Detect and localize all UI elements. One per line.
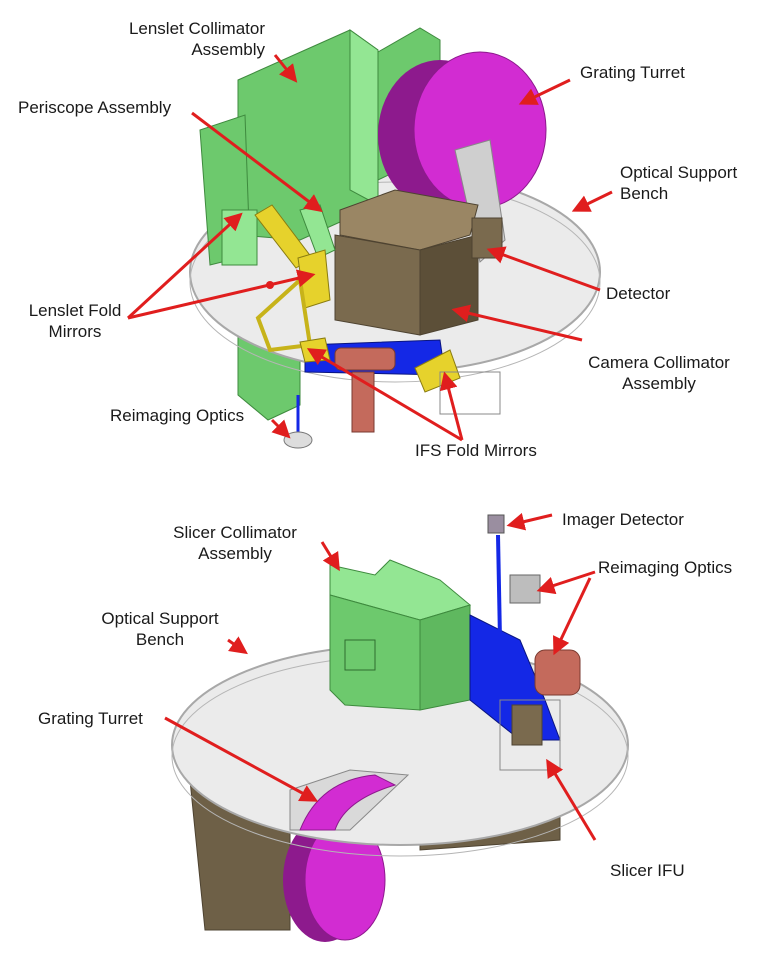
label-lenslet-collimator-line1: Lenslet Collimator xyxy=(128,19,265,38)
label-reimaging-top: Reimaging Optics xyxy=(110,406,245,425)
arrow-camera-collimator xyxy=(451,304,583,342)
label-detector: Detector xyxy=(606,284,671,303)
label-lenslet-fold-line1: Lenslet Fold xyxy=(28,301,122,320)
arrow-lenslet-collimator xyxy=(273,54,298,83)
arrow-grating-turret xyxy=(518,78,571,105)
label-grating-turret-bottom: Grating Turret xyxy=(38,709,143,728)
arrow-slicer-ifu xyxy=(546,758,597,841)
bottom-reimaging-stack xyxy=(509,574,541,604)
top-slicer-frame xyxy=(439,371,501,415)
label-optical-bench-top-line2: Bench xyxy=(620,184,669,203)
camera-collimator-side xyxy=(419,234,479,336)
lenslet-collimator-window xyxy=(221,209,258,266)
arrow-lenslet-fold-1 xyxy=(126,212,243,320)
arrow-reimaging-bottom-1 xyxy=(536,570,596,595)
callout-arrows xyxy=(126,54,613,841)
label-camera-collimator: Camera Collimator Assembly xyxy=(574,352,744,394)
label-grating-turret-top: Grating Turret xyxy=(580,63,685,82)
arrow-lenslet-fold-2 xyxy=(127,269,316,320)
top-assembly-view xyxy=(189,27,601,449)
label-slicer-collimator-line1: Slicer Collimator xyxy=(173,523,297,542)
label-periscope: Periscope Assembly xyxy=(18,98,172,117)
bottom-grating-turret xyxy=(299,774,397,831)
label-slicer-ifu: Slicer IFU xyxy=(610,861,685,880)
arrow-optical-bench-bottom xyxy=(227,636,248,655)
label-optical-bench-bottom: Optical Support Bench xyxy=(85,608,235,650)
label-lenslet-fold: Lenslet Fold Mirrors xyxy=(20,300,130,342)
slicer-ifu-frame xyxy=(499,699,561,771)
arrow-ifs-fold-1 xyxy=(306,348,463,442)
slicer-ifu xyxy=(511,704,543,746)
reimaging-stage xyxy=(283,431,313,449)
arrow-grating-turret-bottom xyxy=(164,716,319,802)
slicer-collimator-side xyxy=(419,604,471,711)
arrow-slicer-collimator xyxy=(320,541,340,572)
top-reimaging-hanging xyxy=(351,371,375,433)
camera-collimator-body xyxy=(334,234,421,336)
bottom-reimaging-lens xyxy=(534,649,581,696)
label-camera-collimator-line1: Camera Collimator xyxy=(588,353,730,372)
label-imager-detector: Imager Detector xyxy=(562,510,684,529)
arrow-reimaging-bottom-2 xyxy=(553,577,592,656)
label-optical-bench-bottom-line2: Bench xyxy=(135,630,185,649)
imager-light-path xyxy=(496,534,502,641)
arrow-periscope xyxy=(191,111,323,213)
bottom-assembly-view xyxy=(171,514,629,942)
label-optical-bench-top: Optical Support Bench xyxy=(620,162,760,204)
label-camera-collimator-line2: Assembly xyxy=(622,374,696,393)
top-reimaging-tube xyxy=(334,347,396,371)
label-lenslet-collimator: Lenslet Collimator Assembly xyxy=(95,18,265,60)
label-optical-bench-top-line1: Optical Support xyxy=(620,163,738,182)
label-slicer-collimator-line2: Assembly xyxy=(198,544,272,563)
label-ifs-fold: IFS Fold Mirrors xyxy=(415,441,537,460)
imager-detector xyxy=(487,514,505,534)
arrow-reimaging-top xyxy=(270,418,291,439)
label-optical-bench-bottom-line1: Optical Support xyxy=(101,609,219,628)
arrow-optical-bench xyxy=(571,190,613,212)
arrow-ifs-fold-2 xyxy=(439,371,464,441)
lenslet-collimator-face xyxy=(349,29,379,206)
slicer-collimator-plate xyxy=(344,639,376,671)
camera-collimator-top xyxy=(339,189,479,251)
arrow-detector xyxy=(486,246,601,292)
label-lenslet-collimator-line2: Assembly xyxy=(191,40,265,59)
label-lenslet-fold-line2: Mirrors xyxy=(48,322,102,341)
arrow-imager-detector xyxy=(506,512,553,531)
label-reimaging-bottom: Reimaging Optics xyxy=(598,558,733,577)
label-slicer-collimator: Slicer Collimator Assembly xyxy=(150,522,320,564)
